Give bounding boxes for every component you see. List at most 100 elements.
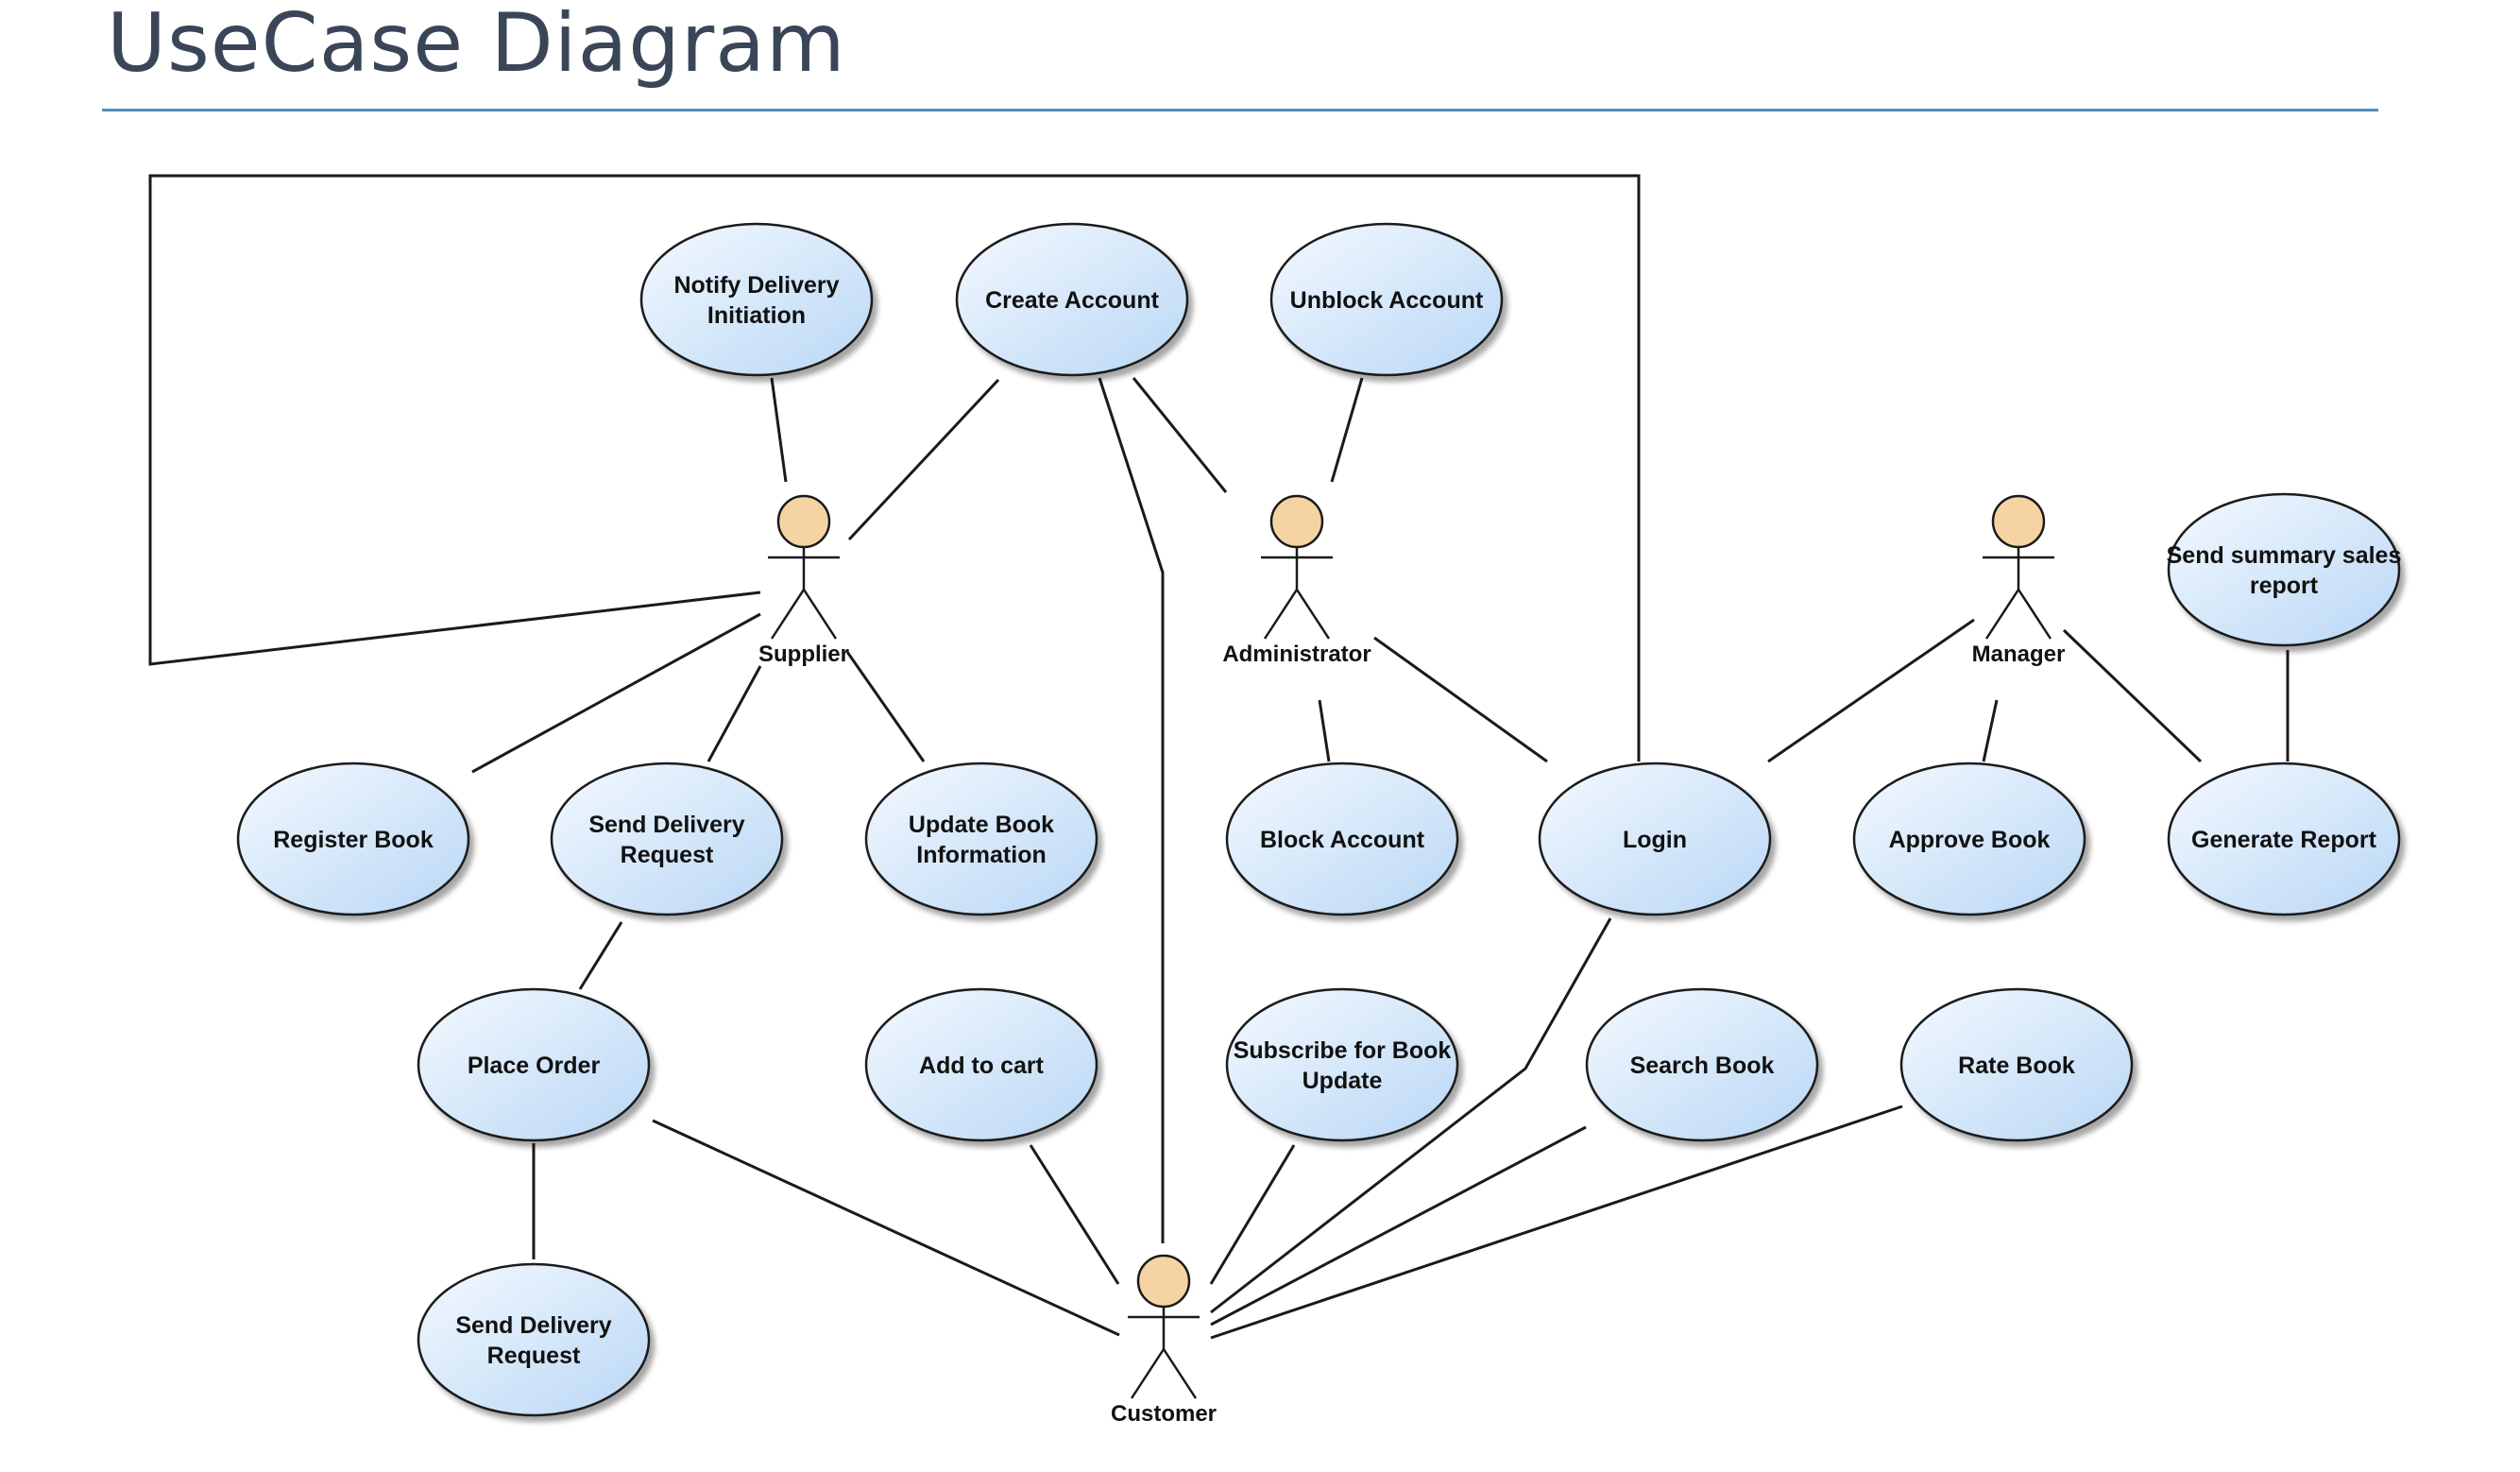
use-case-label: Create Account [985,287,1160,314]
customer-place-order-connector [652,1119,1120,1337]
actor-supplier: Supplier [758,494,849,667]
use-case-ellipse [1269,222,1504,377]
supplier-send-delivery-connector [707,665,762,762]
use-case-label: Update Book [909,812,1054,838]
use-case-label: Send summary sales [2167,542,2402,569]
use-case-label: Send Delivery [588,812,744,838]
manager-generate-report-connector [2062,628,2203,763]
actor-body-icon [768,547,840,640]
customer-create-account-connector [1098,377,1165,1243]
use-case-block-account: Block Account [1225,762,1459,916]
use-case-ellipse [1225,762,1459,916]
use-case-ellipse [2167,492,2401,647]
supplier-register-book-connector [471,612,761,774]
manager-approve-book-connector [1982,699,1999,762]
actor-label: Manager [1972,642,2066,667]
actor-administrator: Administrator [1222,494,1371,667]
send-delivery-place-order-connector [578,921,623,990]
use-case-label: Rate Book [1958,1053,2075,1079]
use-case-ellipse [417,1262,651,1417]
use-case-login: Login [1538,762,1772,916]
use-case-search-book: Search Book [1585,987,1819,1142]
actor-label: Customer [1111,1401,1217,1427]
page-title: UseCase Diagram [107,0,846,91]
connectors [148,174,2290,1340]
title-divider [102,109,2378,111]
manager-login-connector [1767,618,1975,763]
customer-subscribe-connector [1209,1144,1296,1285]
use-case-label: Place Order [468,1053,601,1079]
use-case-label: Register Book [273,827,434,853]
use-case-ellipse [550,762,784,916]
use-case-label: Information [916,842,1047,868]
use-case-label: Block Account [1260,827,1425,853]
admin-block-account-connector [1318,699,1331,762]
use-case-label: Request [621,842,714,868]
use-case-label: Send Delivery [455,1312,611,1339]
use-case-ellipse [2167,762,2401,916]
use-case-label: Add to cart [919,1053,1045,1079]
actor-head-icon [776,494,831,549]
use-case-ellipse [236,762,470,916]
actor-customer: Customer [1111,1254,1217,1427]
use-case-label: Initiation [707,302,806,329]
use-case-ellipse [864,762,1098,916]
admin-login-connector [1373,636,1548,763]
use-case-label: Login [1623,827,1687,853]
actor-body-icon [1128,1307,1200,1399]
actor-label: Supplier [758,642,849,667]
actor-head-icon [1136,1254,1191,1309]
supplier-notify-connector [770,377,788,483]
actor-head-icon [1269,494,1324,549]
use-case-label: Update [1303,1068,1383,1094]
use-case-generate-report: Generate Report [2167,762,2401,916]
admin-unblock-account-connector [1330,377,1364,483]
use-case-rate-book: Rate Book [1899,987,2134,1142]
actor-manager: Manager [1972,494,2066,667]
use-case-label: Request [487,1343,581,1369]
use-case-place-order: Place Order [417,987,651,1142]
supplier-create-account-connector [847,378,1000,541]
use-case-ellipse [955,222,1189,377]
use-case-ellipse [639,222,874,377]
use-case-label: Subscribe for Book [1234,1037,1452,1064]
supplier-update-book-connector [845,651,926,762]
actor-body-icon [1261,547,1333,640]
use-case-unblock-account: Unblock Account [1269,222,1504,377]
use-case-add-to-cart: Add to cart [864,987,1098,1142]
use-case-label: Unblock Account [1290,287,1484,314]
use-case-register-book: Register Book [236,762,470,916]
use-case-ellipse [1538,762,1772,916]
use-case-ellipse [1852,762,2086,916]
use-case-label: Approve Book [1889,827,2051,853]
customer-rate-book-connector [1210,1104,1903,1340]
admin-create-account-connector [1132,377,1228,493]
use-case-send-summary-sales-report: Send summary sales report [2167,492,2402,647]
use-case-ellipse [864,987,1098,1142]
use-case-ellipse [1225,987,1459,1142]
use-case-label: Generate Report [2191,827,2377,853]
customer-login-connector [1210,917,1612,1314]
use-case-label: Notify Delivery [673,272,839,299]
supplier-login-connector [148,174,1641,762]
actor-head-icon [1991,494,2046,549]
use-case-label: report [2250,573,2319,599]
customer-add-to-cart-connector [1029,1144,1120,1285]
actor-body-icon [1983,547,2054,640]
use-case-ellipse [1899,987,2134,1142]
use-case-approve-book: Approve Book [1852,762,2086,916]
use-case-create-account: Create Account [955,222,1189,377]
use-case-label: Search Book [1630,1053,1775,1079]
use-case-ellipse [417,987,651,1142]
customer-search-book-connector [1210,1125,1587,1327]
actor-label: Administrator [1222,642,1371,667]
